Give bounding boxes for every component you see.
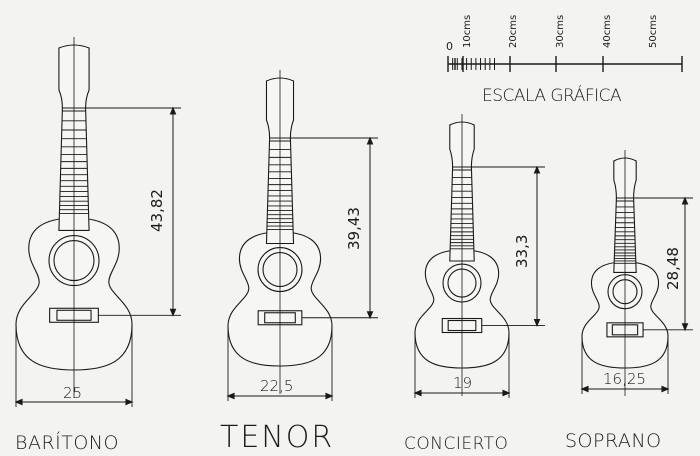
arrowhead-concierto: [413, 389, 422, 397]
arrowhead-soprano: [681, 196, 689, 205]
scale-tick-label: 30cms: [555, 14, 566, 48]
arrowhead-concierto: [502, 389, 511, 397]
instrument-name-tenor: TENOR: [220, 420, 335, 455]
arrowhead-bartono: [169, 308, 177, 317]
scale-tick-label: 40cms: [602, 14, 613, 48]
scale-zero-label: 0: [446, 40, 453, 53]
instrument-name-baritono: BARÍTONO: [15, 432, 119, 454]
arrowhead-concierto: [533, 165, 541, 174]
instrument-name-soprano: SOPRANO: [565, 430, 662, 452]
arrowhead-tenor: [366, 136, 374, 145]
instrument-name-concierto: CONCIERTO: [404, 434, 509, 454]
arrowhead-tenor: [366, 311, 374, 320]
arrowhead-bartono: [14, 398, 23, 406]
body-width-label-baritono: 25: [63, 384, 83, 402]
body-width-label-concierto: 19: [453, 374, 473, 392]
arrowhead-soprano: [661, 385, 670, 393]
scale-length-label-concierto: 33,3: [513, 234, 531, 268]
body-width-label-tenor: 22,5: [260, 377, 294, 395]
arrowhead-tenor: [325, 392, 334, 400]
scale-tick-label: 50cms: [648, 14, 659, 48]
scale-title: ESCALA GRÁFICA: [482, 86, 622, 106]
arrowhead-tenor: [226, 392, 235, 400]
body-width-label-soprano: 16,25: [603, 370, 646, 388]
arrowhead-soprano: [681, 323, 689, 332]
scale-tick-label: 10cms: [462, 14, 473, 48]
scale-length-label-soprano: 28,48: [664, 247, 682, 290]
scale-length-label-tenor: 39,43: [345, 207, 363, 250]
arrowhead-concierto: [533, 318, 541, 327]
scale-tick-label: 20cms: [508, 14, 519, 48]
arrowhead-soprano: [580, 385, 589, 393]
arrowhead-bartono: [169, 106, 177, 115]
arrowhead-bartono: [125, 398, 134, 406]
scale-length-label-baritono: 43,82: [148, 189, 166, 232]
